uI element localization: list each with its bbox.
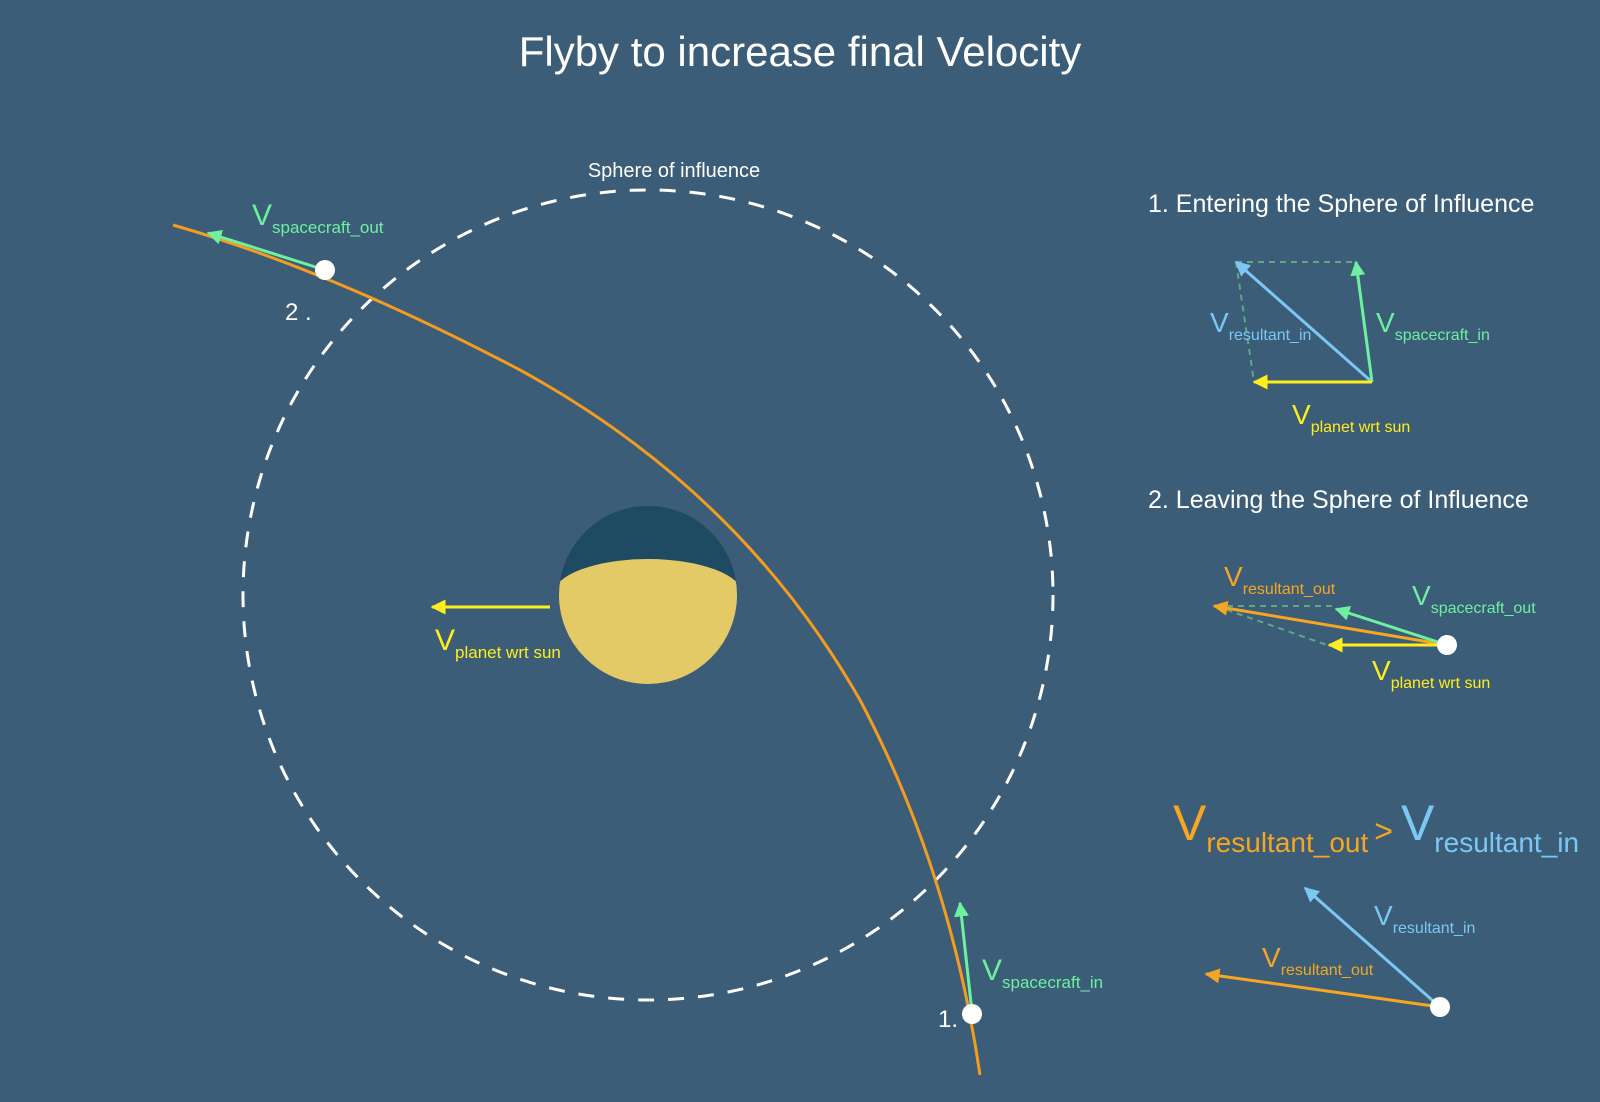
sphere-of-influence [241, 188, 1055, 1002]
panel1-spacecraft-in-arrow [1350, 260, 1374, 383]
panel2-title: 2. Leaving the Sphere of Influence [1148, 486, 1529, 514]
comparison-resultant-out-label: Vresultant_out [1262, 942, 1374, 979]
comparison-resultant-in-arrow [1303, 886, 1441, 1009]
comparison-vector-diagram [1204, 886, 1450, 1017]
spacecraft-out-arrow [206, 229, 326, 272]
panel1-title: 1. Entering the Sphere of Influence [1148, 190, 1534, 218]
panel1-spacecraft-in-label: Vspacecraft_in [1376, 307, 1490, 344]
planet [559, 506, 737, 684]
diagram-title: Flyby to increase final Velocity [519, 28, 1082, 75]
spacecraft-out-point [315, 260, 335, 280]
comparison-resultant-out-arrow [1204, 968, 1441, 1009]
panel2-spacecraft-out-arrow [1334, 606, 1448, 647]
panel1-resultant-in-label: Vresultant_in [1210, 307, 1311, 344]
panel2-planet-label: Vplanet wrt sun [1372, 655, 1490, 692]
sphere-label: Sphere of influence [588, 160, 760, 182]
comparison-resultant-in-label: Vresultant_in [1374, 900, 1475, 937]
panel1-resultant-in-arrow [1234, 260, 1373, 384]
panel2-spacecraft-out-label: Vspacecraft_out [1412, 580, 1536, 617]
panel1-planet-label: Vplanet wrt sun [1292, 399, 1410, 436]
flyby-trajectory [172, 223, 982, 1076]
panel2-vector-diagram [1212, 600, 1457, 655]
spacecraft-out-label: Vspacecraft_out [252, 199, 384, 237]
spacecraft-in-label: Vspacecraft_in [982, 954, 1103, 992]
point-1-label: 1. [938, 1006, 958, 1033]
panel2-resultant-out-label: Vresultant_out [1224, 561, 1336, 598]
spacecraft-in-point [962, 1004, 982, 1024]
planet-velocity-label: Vplanet wrt sun [435, 624, 561, 662]
panel2-resultant-out-arrow [1212, 600, 1448, 647]
point-2-label: 2 . [285, 299, 312, 326]
spacecraft-in-arrow [954, 901, 974, 1013]
panel1-vector-diagram [1234, 260, 1374, 390]
comparison-statement: Vresultant_out>Vresultant_in [1173, 795, 1579, 858]
